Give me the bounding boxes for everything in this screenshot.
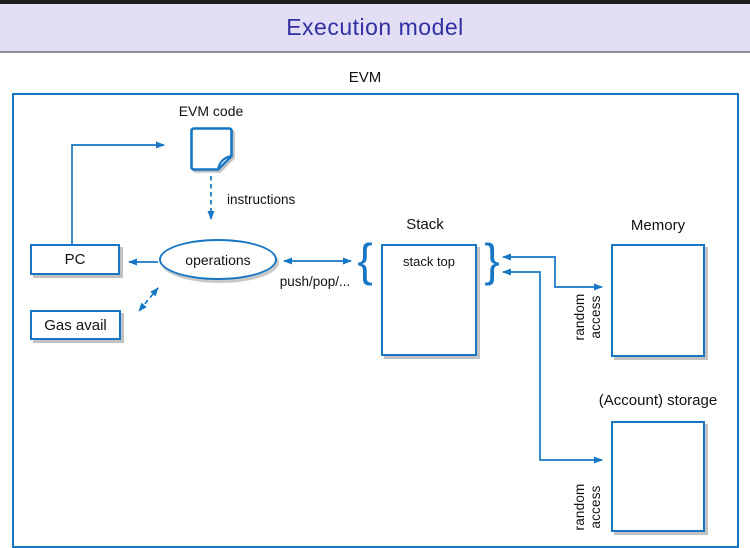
storage-label: (Account) storage	[598, 392, 718, 409]
stack-left-brace: {	[357, 234, 373, 286]
stack-top-label: stack top	[402, 254, 456, 269]
document-icon	[190, 127, 233, 171]
page-title: Execution model	[286, 14, 464, 40]
stack-box: stack top	[381, 244, 477, 356]
push-pop-label: push/pop/...	[279, 274, 351, 289]
gas-avail-box-label: Gas avail	[44, 316, 107, 334]
gas-avail-box: Gas avail	[30, 310, 121, 340]
pc-box: PC	[30, 244, 120, 275]
storage-random-access-label: random access	[572, 483, 603, 531]
evm-container-box	[12, 93, 739, 548]
operations-ellipse: operations	[159, 239, 277, 280]
stack-label: Stack	[406, 216, 444, 233]
memory-box	[611, 244, 705, 357]
instructions-label: instructions	[227, 192, 296, 207]
storage-box	[611, 421, 705, 532]
stack-right-brace: }	[484, 234, 500, 286]
slide-header: Execution model	[0, 4, 750, 53]
pc-box-label: PC	[64, 251, 86, 268]
memory-label: Memory	[630, 217, 686, 234]
operations-label: operations	[185, 251, 251, 268]
top-border-bar	[0, 0, 750, 4]
evm-code-label: EVM code	[178, 103, 244, 119]
evm-container-label: EVM	[348, 69, 382, 86]
memory-random-access-label: random access	[572, 293, 603, 341]
